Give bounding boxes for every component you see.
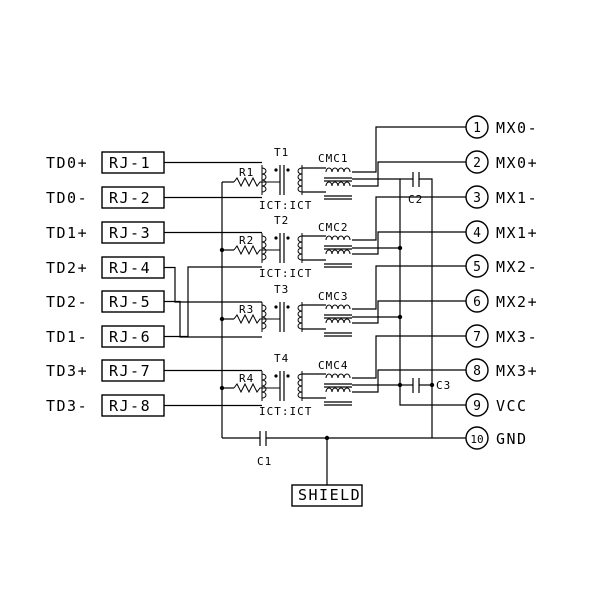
stage-4: T4 R4 CMC4 ICT:ICT xyxy=(239,352,352,418)
shield-box xyxy=(291,484,363,507)
rj-pin-label: RJ-5 xyxy=(109,293,151,311)
pin-label: MX3- xyxy=(496,328,538,346)
rj-pin-label: RJ-8 xyxy=(109,397,151,415)
pin-number: 4 xyxy=(473,226,481,241)
output-wires: C2 C3 xyxy=(352,126,466,439)
left-connector: TD0+ RJ-1 TD0- RJ-2 TD1+ RJ-3 TD2+ RJ-4 … xyxy=(46,151,165,417)
pin-number: 1 xyxy=(473,121,481,136)
rj-pin-label: RJ-1 xyxy=(109,154,151,172)
signal-label: TD0- xyxy=(46,189,88,207)
pin-label: MX1+ xyxy=(496,224,538,242)
pin-number: 6 xyxy=(473,295,481,310)
signal-label: TD2+ xyxy=(46,259,88,277)
rj-pin-label: RJ-2 xyxy=(109,189,151,207)
pin-circle xyxy=(465,426,489,450)
choke-label: CMC1 xyxy=(318,152,349,165)
centre-tap-bus: SHIELD C1 xyxy=(219,176,432,507)
stage-3: T3 R3 CMC3 xyxy=(239,283,352,337)
right-connector: 1 MX0- 2 MX0+ 3 MX1- 4 MX1+ 5 MX2- 6 MX2… xyxy=(465,115,538,450)
pin-number: 2 xyxy=(473,156,481,171)
pin-circle xyxy=(465,358,489,382)
input-wires xyxy=(164,161,262,407)
pin-label: GND xyxy=(496,430,528,448)
transformer-label: T1 xyxy=(274,146,289,159)
resistor-label: R1 xyxy=(239,166,254,179)
transformer-coil xyxy=(261,165,267,195)
transformer-label: T2 xyxy=(274,214,289,227)
resistor-r4 xyxy=(233,382,280,394)
transformer-label: T3 xyxy=(274,283,289,296)
signal-label: TD2- xyxy=(46,293,88,311)
resistor-label: R4 xyxy=(239,372,254,385)
pin-label: MX2- xyxy=(496,258,538,276)
pin-circle xyxy=(465,393,489,417)
pin-number: 7 xyxy=(473,330,481,345)
c1-label: C1 xyxy=(257,455,272,468)
c2-label: C2 xyxy=(408,193,423,206)
resistor-r1 xyxy=(233,176,280,188)
choke-label: CMC4 xyxy=(318,359,349,372)
stage-2: T2 R2 CMC2 ICT:ICT xyxy=(239,214,352,280)
pin-circle xyxy=(465,150,489,174)
c3-label: C3 xyxy=(436,379,451,392)
resistor-r2 xyxy=(233,244,280,256)
ratio-label: ICT:ICT xyxy=(259,199,312,212)
resistor-r3 xyxy=(233,313,280,325)
pin-label: VCC xyxy=(496,397,528,415)
resistor-label: R3 xyxy=(239,303,254,316)
pin-number: 8 xyxy=(473,364,481,379)
choke-coil xyxy=(325,167,351,187)
shield-label: SHIELD xyxy=(298,486,361,504)
pin-number: 10 xyxy=(470,433,483,446)
pin-circle xyxy=(465,324,489,348)
signal-label: TD1+ xyxy=(46,224,88,242)
pin-circle xyxy=(465,289,489,313)
signal-label: TD0+ xyxy=(46,154,88,172)
signal-label: TD3+ xyxy=(46,362,88,380)
rj-pin-label: RJ-6 xyxy=(109,328,151,346)
resistor-label: R2 xyxy=(239,234,254,247)
pin-label: MX0- xyxy=(496,119,538,137)
pin-circle xyxy=(465,220,489,244)
rj-pin-label: RJ-7 xyxy=(109,362,151,380)
pin-label: MX3+ xyxy=(496,362,538,380)
pin-label: MX2+ xyxy=(496,293,538,311)
choke-label: CMC3 xyxy=(318,290,349,303)
pin-number: 5 xyxy=(473,260,481,275)
pin-number: 3 xyxy=(473,191,481,206)
pin-circle xyxy=(465,185,489,209)
signal-label: TD3- xyxy=(46,397,88,415)
pin-circle xyxy=(465,254,489,278)
transformer-label: T4 xyxy=(274,352,289,365)
pin-label: MX0+ xyxy=(496,154,538,172)
stage-1: T1 R1 CMC1 ICT:ICT xyxy=(239,146,352,212)
rj-pin-label: RJ-4 xyxy=(109,259,151,277)
choke-label: CMC2 xyxy=(318,221,349,234)
signal-label: TD1- xyxy=(46,328,88,346)
rj-pin-label: RJ-3 xyxy=(109,224,151,242)
ratio-label: ICT:ICT xyxy=(259,267,312,280)
pin-circle xyxy=(465,115,489,139)
ratio-label: ICT:ICT xyxy=(259,405,312,418)
pin-number: 9 xyxy=(473,399,481,414)
pin-label: MX1- xyxy=(496,189,538,207)
